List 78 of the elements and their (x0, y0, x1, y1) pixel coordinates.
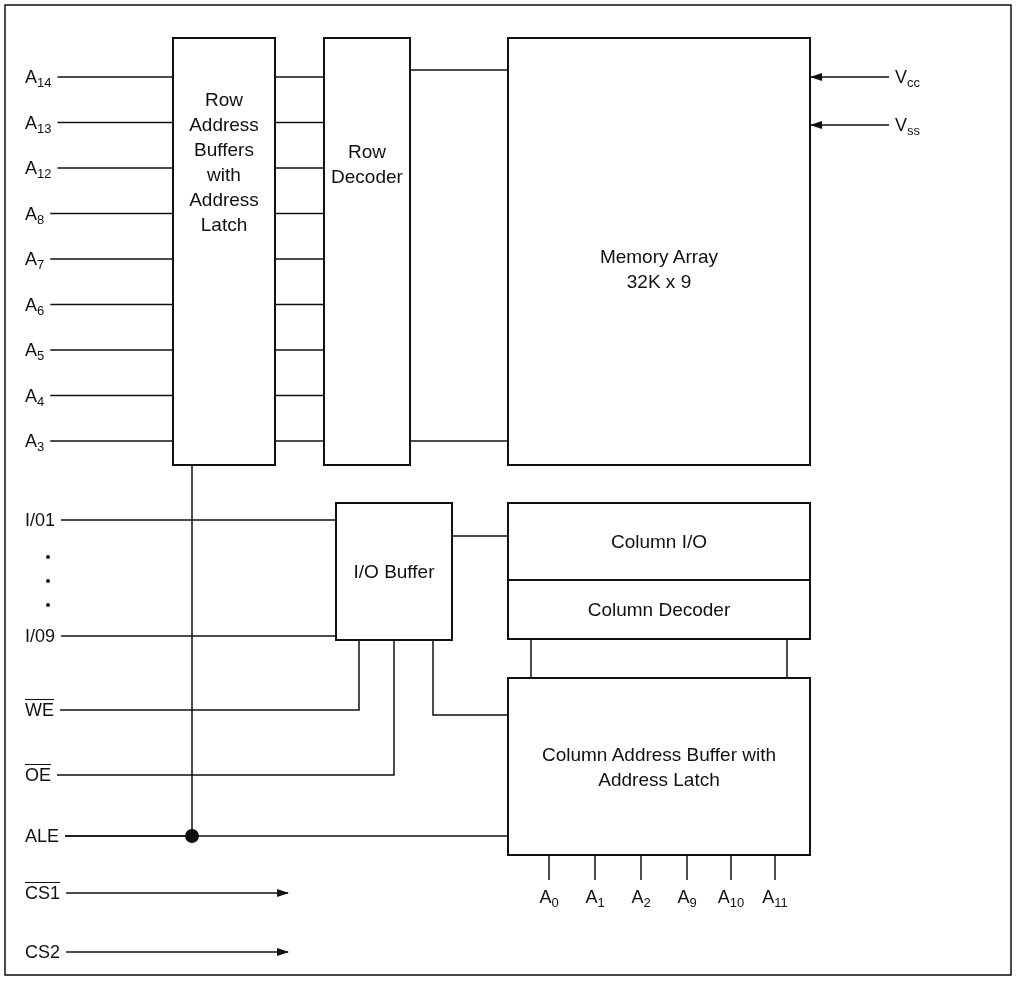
pin-label: A$_{12}$ (25, 157, 52, 179)
connector-line (56, 121, 173, 124)
arrow (810, 121, 890, 129)
pin-label: A$_{6}$ (25, 293, 45, 316)
connector-line (774, 855, 776, 881)
block-title: I/O Buffer (352, 560, 436, 584)
connector-line (275, 212, 324, 215)
pin-label: A$_{1}$ (585, 886, 605, 908)
connector-line (275, 394, 324, 397)
connector-line (410, 440, 508, 442)
connector-line (49, 212, 173, 215)
pin-label: A$_{0}$ (539, 886, 559, 908)
connector-line (49, 303, 173, 306)
pin-label: OE (25, 764, 51, 786)
connector-line (530, 639, 532, 678)
pin-label: A$_{8}$ (25, 202, 45, 225)
connector-line (59, 640, 360, 711)
column-io-block (507, 502, 811, 581)
arrow (810, 73, 890, 81)
pin-label: A$_{11}$ (762, 886, 788, 908)
block-subtitle: 32K x 9 (625, 270, 693, 294)
block-title: Memory Array (598, 245, 720, 269)
decoder-block (323, 37, 411, 466)
connector-line (60, 635, 336, 637)
pin-label: WE (25, 699, 54, 721)
pin-label: A$_{7}$ (25, 248, 45, 270)
connector-line (56, 167, 173, 169)
pin-label: A$_{14}$ (25, 66, 52, 88)
connector-line (594, 855, 596, 881)
pin-label: CS2 (25, 941, 60, 963)
block-title: Row Decoder (330, 140, 404, 189)
pin-label: V$_{cc}$ (895, 66, 920, 88)
connector-line (275, 349, 324, 351)
connector-line (49, 349, 173, 351)
connector-line (686, 855, 688, 881)
connector-line (275, 121, 324, 124)
connector-line (275, 76, 324, 78)
connector-line (60, 519, 336, 521)
buffer-block (335, 502, 453, 641)
pin-label: A$_{5}$ (25, 339, 45, 361)
pin-label: A$_{10}$ (717, 886, 745, 908)
pin-label: A$_{3}$ (25, 430, 45, 452)
connector-line (275, 440, 324, 442)
connector-line (56, 76, 173, 78)
connector-line (640, 855, 642, 881)
pin-label: CS1 (25, 882, 60, 904)
pin-label: A$_{2}$ (631, 886, 651, 908)
connector-line (56, 640, 395, 776)
pin-label: V$_{ss}$ (895, 114, 920, 136)
pin-label: ALE (25, 825, 60, 847)
pin-label: I/09 (25, 625, 56, 647)
block-title: Column Address Buffer with Address Latch (540, 742, 778, 792)
buffer-block (172, 37, 276, 466)
connector-line (49, 394, 173, 397)
arrow (65, 889, 289, 897)
connector-line (49, 440, 173, 442)
connector-line (275, 258, 324, 260)
block-title: Row Address Buffers with Address Latch (188, 88, 260, 237)
connector-line (432, 640, 508, 716)
arrow (65, 948, 289, 956)
connector-line (49, 258, 173, 260)
buffer-block (507, 677, 811, 856)
connector-line (275, 303, 324, 306)
block-title: Column I/O (609, 530, 709, 554)
connector-line (786, 639, 788, 678)
block-title: Column Decoder (586, 598, 732, 622)
pin-label: I/01 (25, 509, 56, 531)
connector-line (275, 167, 324, 169)
memory-array-block (507, 37, 811, 466)
pin-label: A$_{4}$ (25, 384, 45, 407)
pin-label: A$_{13}$ (25, 111, 52, 134)
connector-line (452, 535, 508, 537)
connector-line (548, 855, 550, 881)
pin-label: A$_{9}$ (677, 886, 697, 908)
decoder-block (507, 579, 811, 640)
connector-line (64, 835, 508, 837)
connector-line (730, 855, 732, 881)
connector-line (410, 69, 508, 71)
